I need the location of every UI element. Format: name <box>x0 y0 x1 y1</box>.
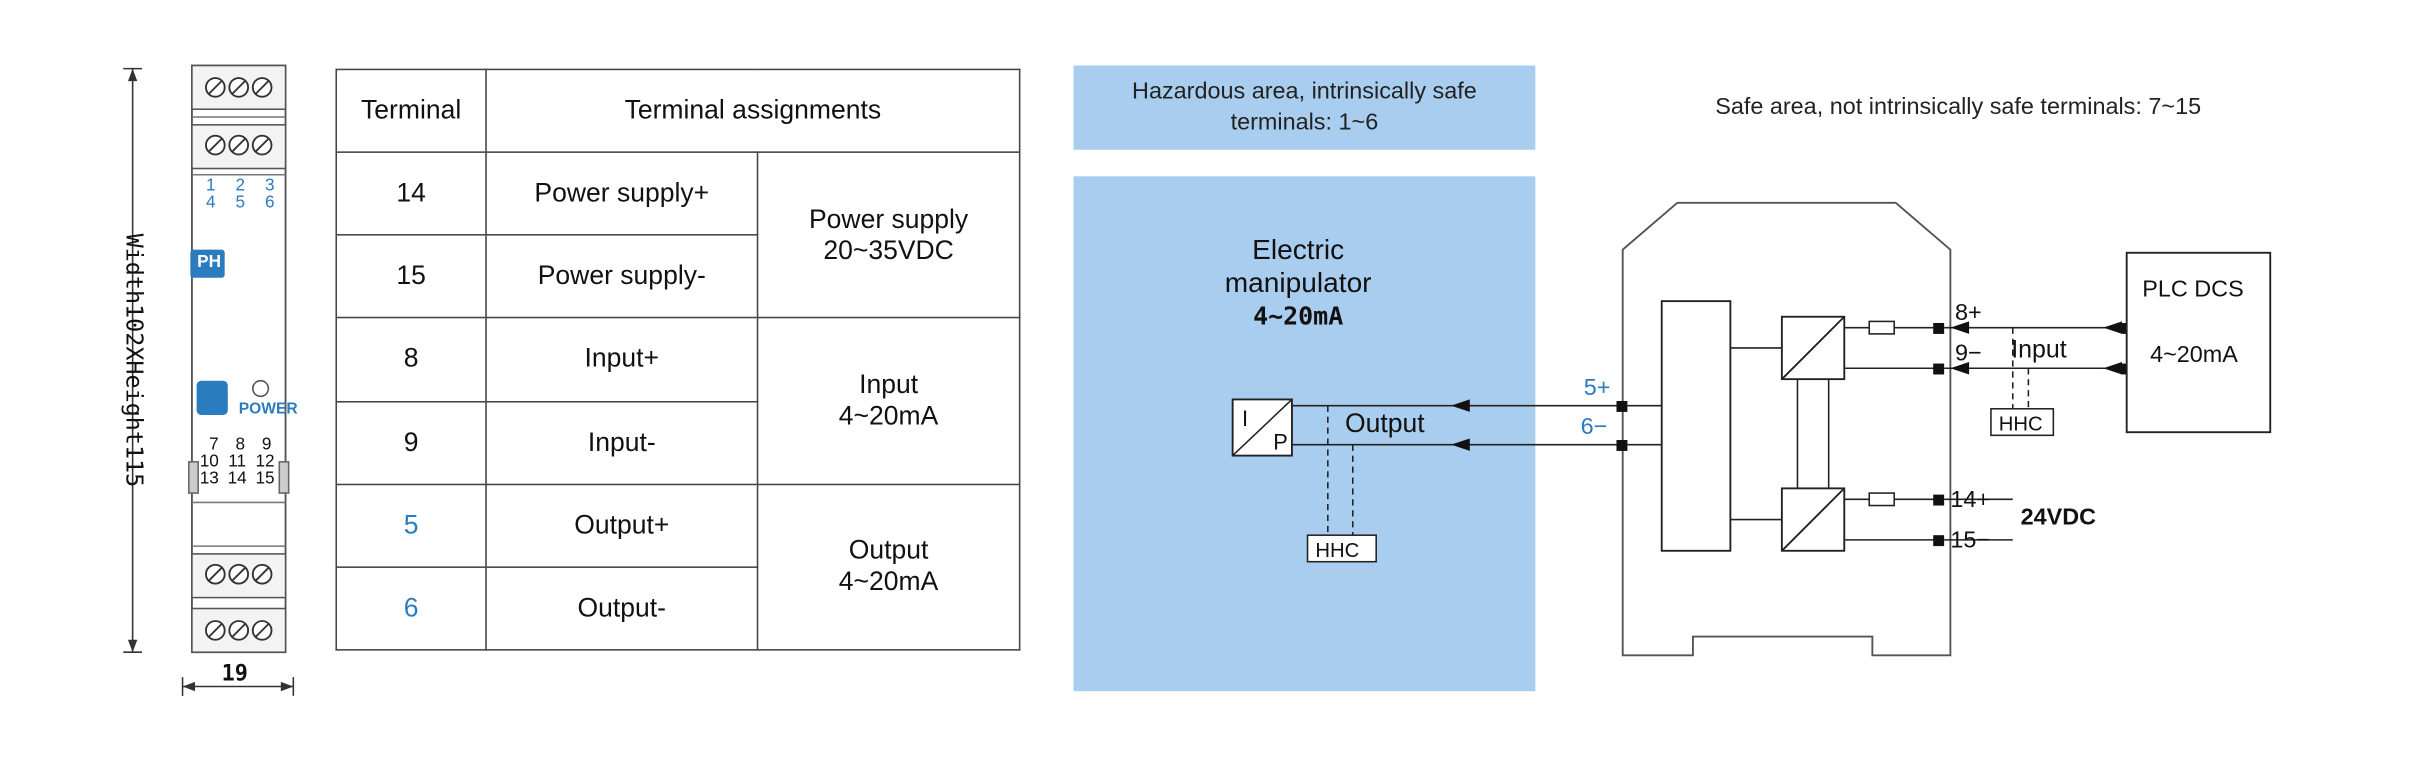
assignment-cell: Power supply- <box>485 234 759 319</box>
assignment-cell: Input- <box>485 400 759 485</box>
terminal-table: Terminal Terminal assignments 14 Power s… <box>335 68 1021 651</box>
plc-title: PLC DCS <box>2142 275 2243 301</box>
header-assignments: Terminal assignments <box>485 68 1021 154</box>
group-line: Input <box>859 369 919 400</box>
terminal-number: 1 <box>205 176 216 196</box>
assignment-cell: Output+ <box>485 483 759 568</box>
top-terminal-row-2: 4 5 6 <box>205 193 275 213</box>
terminal-number: 5 <box>235 193 246 213</box>
table-row: 15 Power supply- <box>335 234 1019 319</box>
hazard-zone-header: Hazardous area, intrinsically safe termi… <box>1073 65 1536 150</box>
terminal-number: 13 <box>199 469 219 489</box>
group-line: 4~20mA <box>838 566 939 597</box>
terminal-number: 10 <box>199 452 219 472</box>
terminal-6-label: 6− <box>1581 413 1608 439</box>
assignment-cell: Power supply+ <box>485 151 759 237</box>
terminal-number: 12 <box>255 452 275 472</box>
terminal-9-label: 9− <box>1955 339 1982 365</box>
device-title-line: 4~20mA <box>1253 301 1344 331</box>
hazard-header-text: Hazardous area, intrinsically safe termi… <box>1132 78 1477 136</box>
terminal-number: 6 <box>265 193 275 213</box>
terminal-5-label: 5+ <box>1584 374 1611 400</box>
terminal-14-label: 14+ <box>1950 486 1990 512</box>
hazard-zone <box>1073 176 1536 692</box>
group-line: 20~35VDC <box>823 235 954 265</box>
terminal-cell: 8 <box>335 317 487 402</box>
bottom-terminal-row-3: 13 14 15 <box>199 469 275 489</box>
bottom-terminal-row-2: 10 11 12 <box>199 452 275 472</box>
header-terminal: Terminal <box>335 68 487 154</box>
terminal-number: 7 <box>209 435 219 455</box>
bottom-terminal-row-1: 7 8 9 <box>209 435 272 455</box>
terminal-number: 4 <box>205 193 216 213</box>
module-drawing <box>123 64 295 696</box>
table-header-row: Terminal Terminal assignments <box>335 68 1021 154</box>
terminal-number: 15 <box>255 469 275 489</box>
hhc-left-label: HHC <box>1315 540 1359 562</box>
terminal-15-label: 15− <box>1950 527 1990 553</box>
assignment-cell: Input+ <box>485 317 759 402</box>
group-line: Output <box>848 535 929 566</box>
hhc-right-label: HHC <box>1999 414 2043 436</box>
table-row: 9 Input- <box>335 400 1019 485</box>
assignment-cell: Output- <box>485 566 759 651</box>
input-label: Input <box>2011 335 2067 363</box>
ip-p-label: P <box>1273 429 1288 454</box>
terminal-number: 14 <box>227 469 247 489</box>
terminal-number: 2 <box>235 176 246 196</box>
terminal-number: 8 <box>235 435 246 455</box>
terminal-cell: 14 <box>335 151 487 237</box>
safe-zone-header: Safe area, not intrinsically safe termin… <box>1715 93 2202 121</box>
terminal-8-label: 8+ <box>1955 299 1982 325</box>
device-title-line: Electric <box>1252 234 1345 266</box>
plc-signal: 4~20mA <box>2150 341 2238 367</box>
device-title: Electric manipulator 4~20mA <box>1181 234 1415 332</box>
terminal-cell: 6 <box>335 566 487 651</box>
group-line: 4~20mA <box>838 401 939 431</box>
output-label: Output <box>1345 408 1425 438</box>
brand-logo: PH <box>197 252 222 272</box>
table-row: 6 Output- <box>335 566 1019 651</box>
terminal-number: 11 <box>228 452 247 472</box>
top-terminal-row-1: 1 2 3 <box>205 176 275 196</box>
ip-i-label: I <box>1242 406 1248 431</box>
device-title-line: manipulator <box>1224 266 1372 299</box>
group-line: Power supply <box>808 204 969 234</box>
width-label: 19 <box>221 661 248 687</box>
terminal-cell: 9 <box>335 400 487 485</box>
terminal-number: 3 <box>265 176 275 196</box>
power-label: POWER <box>238 400 298 419</box>
terminal-number: 9 <box>261 435 272 455</box>
supply-label: 24VDC <box>2021 503 2097 529</box>
